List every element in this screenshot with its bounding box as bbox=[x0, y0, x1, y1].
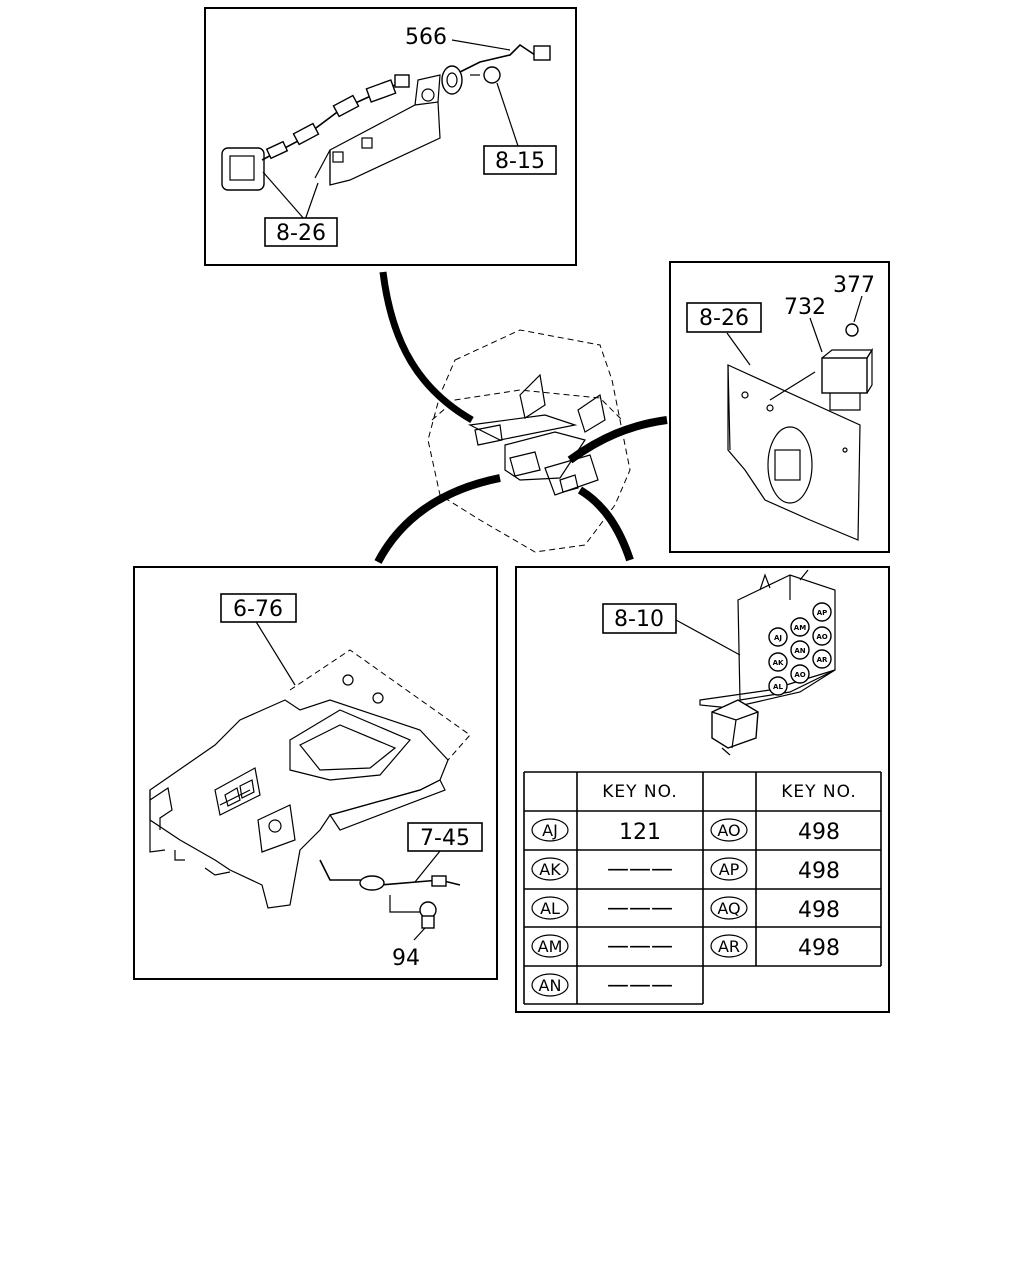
panel-bottom-right-relay-block bbox=[515, 566, 890, 1013]
svg-text:AJ: AJ bbox=[774, 634, 782, 642]
table-row: AK ——— bbox=[531, 857, 673, 882]
row-key: ——— bbox=[607, 973, 673, 998]
table-row: AP 498 bbox=[710, 857, 840, 884]
row-code: AP bbox=[719, 860, 740, 879]
svg-text:AO: AO bbox=[794, 671, 805, 679]
relay-slot: AM bbox=[790, 617, 810, 637]
key-table: KEY NO. KEY NO. AJ 121 AK ——— AL ——— AM … bbox=[523, 771, 882, 1005]
table-row: AL ——— bbox=[531, 896, 673, 921]
callout-94: 94 bbox=[392, 946, 420, 971]
row-key: ——— bbox=[607, 934, 673, 959]
row-code: AQ bbox=[717, 899, 740, 918]
row-key: ——— bbox=[607, 857, 673, 882]
row-key: 121 bbox=[619, 820, 661, 845]
panel-top-antenna bbox=[204, 7, 577, 266]
table-row: AQ 498 bbox=[710, 896, 840, 923]
row-code: AK bbox=[539, 860, 561, 879]
panel-right-relay bbox=[669, 261, 890, 553]
svg-text:AK: AK bbox=[773, 659, 784, 667]
ref-8-15: 8-15 bbox=[495, 149, 545, 174]
relay-slot: AR bbox=[812, 649, 832, 669]
row-code: AL bbox=[540, 899, 560, 918]
row-code: AN bbox=[539, 976, 562, 995]
ref-6-76: 6-76 bbox=[233, 597, 283, 622]
connector-curves bbox=[374, 271, 668, 564]
callout-732: 732 bbox=[784, 295, 826, 320]
ref-8-10: 8-10 bbox=[614, 607, 664, 632]
key-table-header-left: KEY NO. bbox=[602, 782, 678, 802]
relay-slot: AN bbox=[790, 640, 810, 660]
table-row: AN ——— bbox=[531, 973, 673, 998]
row-code: AM bbox=[538, 937, 563, 956]
row-key: 498 bbox=[798, 898, 840, 923]
key-table-header-right: KEY NO. bbox=[781, 782, 857, 802]
table-row: AR 498 bbox=[710, 934, 840, 961]
relay-slot: AP bbox=[812, 602, 832, 622]
panel-bottom-left-console bbox=[133, 566, 498, 980]
svg-text:AO: AO bbox=[816, 633, 827, 641]
relay-slot: AJ bbox=[768, 627, 788, 647]
svg-text:AM: AM bbox=[794, 624, 806, 632]
relay-block-slots: AJ AM AP AK AN AO AL AO bbox=[768, 602, 832, 696]
row-code: AR bbox=[718, 937, 740, 956]
row-key: ——— bbox=[607, 896, 673, 921]
svg-text:AR: AR bbox=[817, 656, 828, 664]
row-key: 498 bbox=[798, 936, 840, 961]
relay-slot: AL bbox=[768, 676, 788, 696]
row-code: AO bbox=[717, 821, 740, 840]
svg-text:AL: AL bbox=[773, 683, 783, 691]
cab-overview-illustration bbox=[427, 329, 631, 553]
row-key: 498 bbox=[798, 820, 840, 845]
relay-slot: AK bbox=[768, 652, 788, 672]
ref-8-26-right: 8-26 bbox=[699, 306, 749, 331]
callout-566: 566 bbox=[405, 25, 447, 50]
relay-slot: AO bbox=[790, 664, 810, 684]
relay-slot: AO bbox=[812, 626, 832, 646]
row-code: AJ bbox=[542, 821, 558, 840]
ref-7-45: 7-45 bbox=[420, 826, 470, 851]
table-row: AO 498 bbox=[710, 818, 840, 845]
table-row: AM ——— bbox=[531, 934, 673, 959]
ref-8-26-top: 8-26 bbox=[276, 221, 326, 246]
svg-text:AN: AN bbox=[794, 647, 805, 655]
table-row: AJ 121 bbox=[531, 818, 661, 845]
callout-377: 377 bbox=[833, 273, 875, 298]
row-key: 498 bbox=[798, 859, 840, 884]
svg-text:AP: AP bbox=[817, 609, 828, 617]
